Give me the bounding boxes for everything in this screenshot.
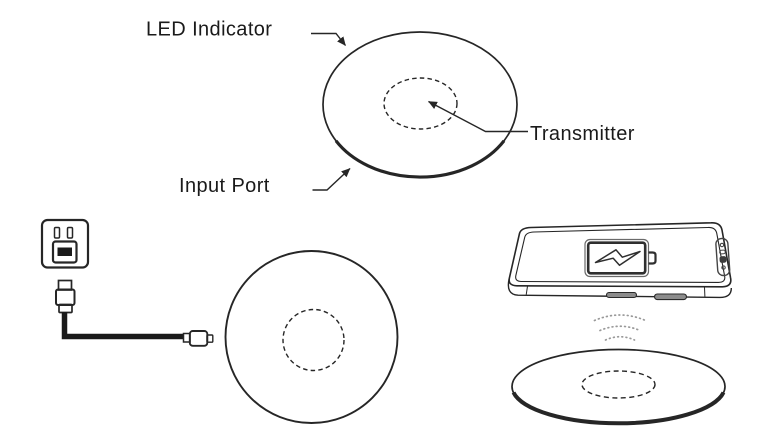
wireless-pad-side-view (511, 348, 726, 426)
lightning-bolt-icon (594, 249, 641, 267)
phone-speaker-slot-left (605, 291, 638, 299)
wireless-pad-perspective-view (322, 31, 518, 179)
led-indicator-leader-arrow (311, 32, 347, 46)
led-indicator-callout: LED Indicator (146, 19, 347, 46)
input-port-opening (336, 141, 396, 176)
micro-usb-plug-icon (182, 330, 214, 347)
phone-screen-outline (515, 226, 726, 283)
smartphone (507, 221, 733, 301)
transmitter-coil-outline-side (581, 370, 656, 399)
cable-wire (61, 312, 184, 340)
battery-terminal (648, 251, 657, 265)
usb-a-socket (51, 240, 78, 264)
transmitter-label: Transmitter (530, 123, 635, 145)
phone-camera-edge-icon (715, 237, 731, 277)
antenna-line-left (525, 286, 528, 295)
outlet-prong-slot-right (66, 226, 74, 239)
usb-cable (55, 279, 214, 347)
outlet-prong-slot-left (53, 226, 61, 239)
wireless-charging-waves-icon (593, 314, 647, 341)
pad-edge-thickness-side (511, 391, 726, 426)
battery-charging-icon (584, 238, 657, 278)
wireless-pad-top-view (224, 250, 399, 424)
wall-outlet-usb-adapter-icon (40, 218, 90, 269)
transmitter-coil-outline-top (282, 308, 345, 372)
phone-body-outline (508, 221, 732, 288)
input-port-leader-arrow (312, 167, 351, 191)
usb-a-plug-icon (55, 279, 76, 314)
usb-a-socket-tongue (57, 247, 72, 256)
transmitter-callout: Transmitter (428, 100, 635, 145)
transmitter-coil-outline (383, 77, 458, 130)
transmitter-leader-arrow (428, 100, 528, 133)
input-port-callout: Input Port (179, 167, 351, 197)
phone-speaker-slot-right (653, 293, 688, 301)
input-port-label: Input Port (179, 175, 270, 197)
led-indicator-label: LED Indicator (146, 19, 272, 41)
